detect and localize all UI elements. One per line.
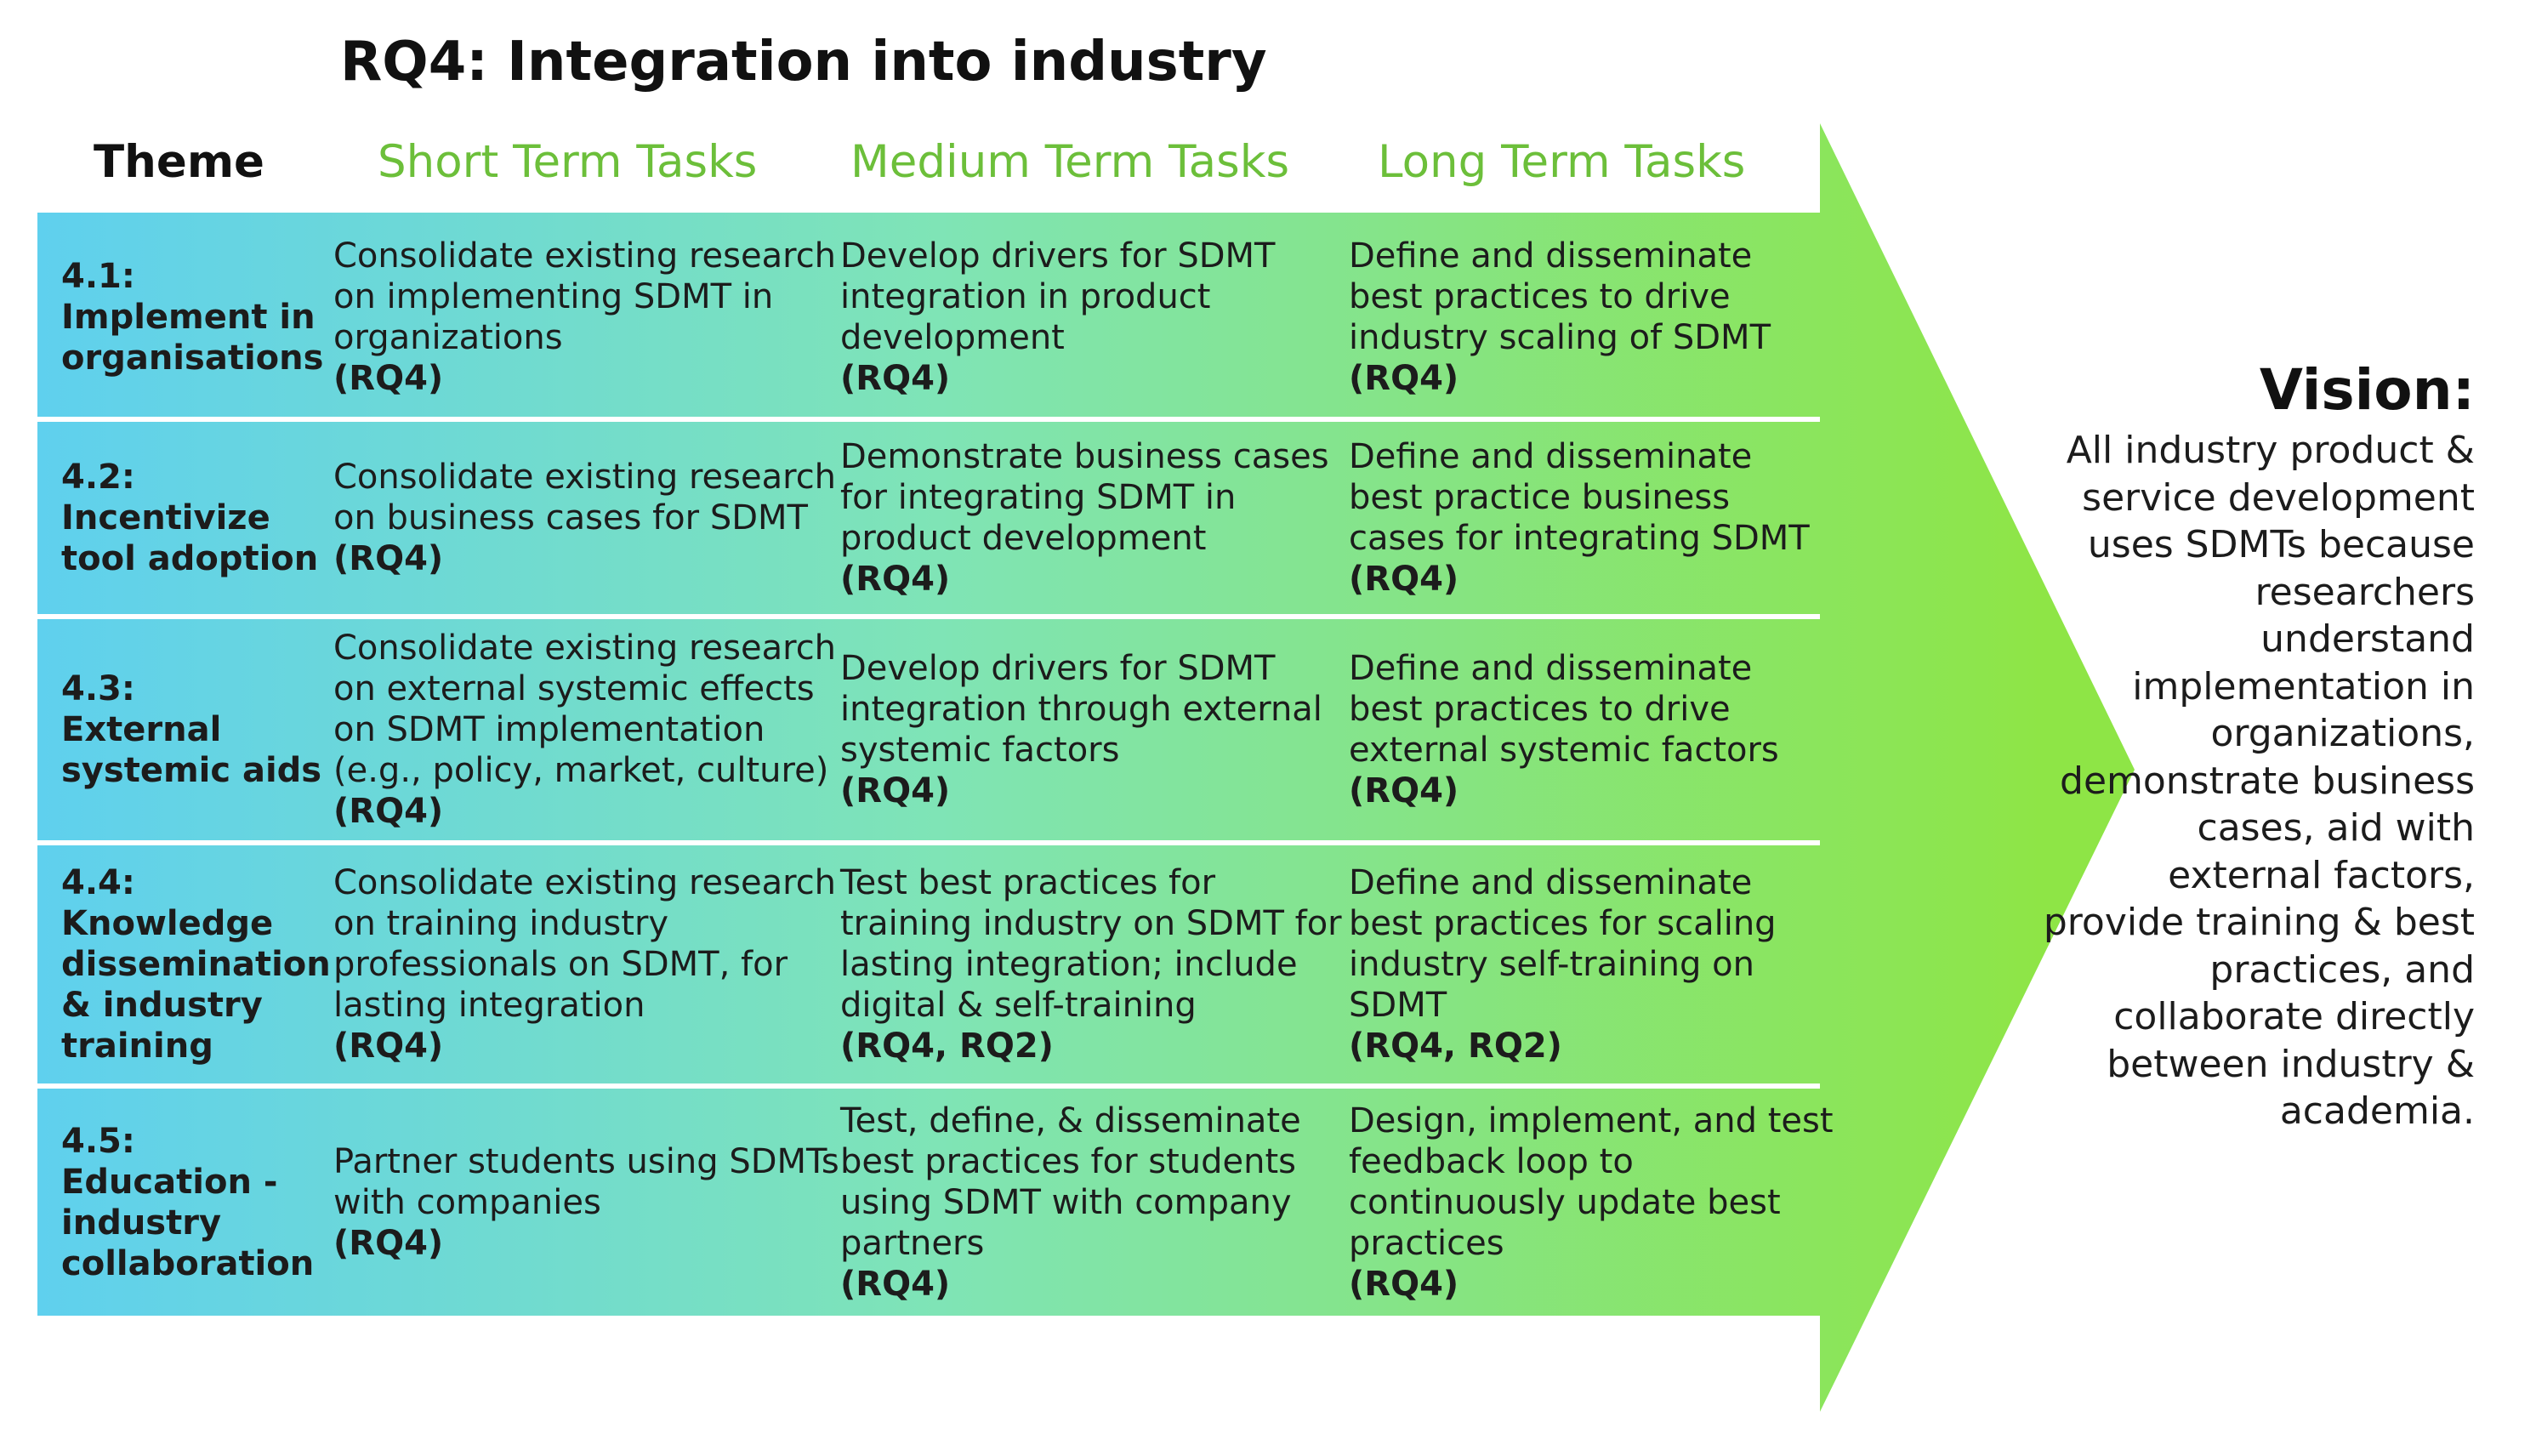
theme-text: 4.5: Education - industry collaboration bbox=[61, 1121, 315, 1283]
row-separator bbox=[37, 1083, 1820, 1089]
theme-row-4-3: 4.3: External systemic aids Consolidate … bbox=[37, 619, 1823, 840]
short-term-task: Consolidate existing research on trainin… bbox=[333, 845, 844, 1083]
task-text: Develop drivers for SDMT integration in … bbox=[840, 236, 1276, 357]
task-text: Define and disseminate best practices fo… bbox=[1349, 863, 1777, 1025]
medium-term-task: Demonstrate business cases for integrati… bbox=[840, 422, 1350, 614]
theme-row-4-5: 4.5: Education - industry collaboration … bbox=[37, 1089, 1834, 1316]
rq-tag: (RQ4) bbox=[333, 359, 444, 398]
short-term-task: Consolidate existing research on externa… bbox=[333, 619, 844, 840]
theme-row-4-4: 4.4: Knowledge dissemination & industry … bbox=[37, 845, 1823, 1083]
theme-text: 4.4: Knowledge dissemination & industry … bbox=[61, 863, 331, 1066]
rq-tag: (RQ4) bbox=[840, 560, 951, 599]
theme-text: 4.1: Implement in organisations bbox=[61, 257, 324, 378]
theme-label: 4.4: Knowledge dissemination & industry … bbox=[61, 845, 342, 1083]
long-term-task: Define and disseminate best practices to… bbox=[1349, 218, 1834, 417]
theme-text: 4.3: External systemic aids bbox=[61, 669, 322, 790]
rq-tag: (RQ4, RQ2) bbox=[840, 1027, 1054, 1066]
row-separators bbox=[37, 417, 1820, 1089]
medium-term-task: Test, define, & disseminate best practic… bbox=[840, 1089, 1350, 1316]
arrow-shape bbox=[37, 123, 2135, 1412]
task-text: Consolidate existing research on trainin… bbox=[333, 863, 837, 1025]
task-text: Develop drivers for SDMT integration thr… bbox=[840, 649, 1322, 770]
row-separator bbox=[37, 417, 1820, 422]
short-term-task: Partner students using SDMTs with compan… bbox=[333, 1089, 844, 1316]
vision-title: Vision: bbox=[2259, 357, 2475, 423]
theme-row-4-1: 4.1: Implement in organisations Consolid… bbox=[37, 218, 1823, 417]
long-term-task: Design, implement, and test feedback loo… bbox=[1349, 1089, 1834, 1316]
rq-tag: (RQ4) bbox=[333, 792, 444, 831]
theme-text: 4.2: Incentivize tool adoption bbox=[61, 458, 319, 578]
short-term-task: Consolidate existing research on impleme… bbox=[333, 218, 844, 417]
task-text: Partner students using SDMTs with compan… bbox=[333, 1141, 839, 1222]
rq-tag: (RQ4) bbox=[1349, 771, 1459, 810]
task-text: Consolidate existing research on externa… bbox=[333, 628, 837, 790]
medium-term-task: Develop drivers for SDMT integration in … bbox=[840, 218, 1350, 417]
diagram-title: RQ4: Integration into industry bbox=[340, 31, 1267, 94]
rq-tag: (RQ4, RQ2) bbox=[1349, 1027, 1562, 1066]
task-text: Test best practices for training industr… bbox=[840, 863, 1342, 1025]
rq-tag: (RQ4) bbox=[333, 539, 444, 578]
theme-label: 4.5: Education - industry collaboration bbox=[61, 1089, 342, 1316]
theme-label: 4.1: Implement in organisations bbox=[61, 218, 342, 417]
rq-tag: (RQ4) bbox=[840, 359, 951, 398]
medium-term-task: Test best practices for training industr… bbox=[840, 845, 1350, 1083]
row-separator bbox=[37, 614, 1820, 619]
theme-label: 4.3: External systemic aids bbox=[61, 619, 342, 840]
rq-tag: (RQ4) bbox=[1349, 359, 1459, 398]
task-text: Test, define, & disseminate best practic… bbox=[840, 1101, 1301, 1263]
task-text: Define and disseminate best practices to… bbox=[1349, 236, 1771, 357]
medium-term-task: Develop drivers for SDMT integration thr… bbox=[840, 619, 1350, 840]
rq-tag: (RQ4) bbox=[1349, 1264, 1459, 1304]
long-term-task: Define and disseminate best practices fo… bbox=[1349, 845, 1834, 1083]
row-separator bbox=[37, 840, 1820, 845]
short-term-task: Consolidate existing research on busines… bbox=[333, 422, 844, 614]
theme-row-4-2: 4.2: Incentivize tool adoption Consolida… bbox=[37, 422, 1823, 614]
long-term-task: Define and disseminate best practices to… bbox=[1349, 619, 1834, 840]
header-short-term: Short Term Tasks bbox=[378, 136, 758, 188]
rq-tag: (RQ4) bbox=[840, 771, 951, 810]
header-theme: Theme bbox=[94, 136, 265, 188]
task-text: Design, implement, and test feedback loo… bbox=[1349, 1101, 1834, 1263]
task-text: Consolidate existing research on impleme… bbox=[333, 236, 837, 357]
task-text: Demonstrate business cases for integrati… bbox=[840, 437, 1329, 558]
header-medium-term: Medium Term Tasks bbox=[850, 136, 1290, 188]
task-text: Define and disseminate best practice bus… bbox=[1349, 437, 1810, 558]
theme-label: 4.2: Incentivize tool adoption bbox=[61, 422, 342, 614]
rq-tag: (RQ4) bbox=[840, 1264, 951, 1304]
long-term-task: Define and disseminate best practice bus… bbox=[1349, 422, 1834, 614]
vision-statement: All industry product & service developme… bbox=[2043, 429, 2475, 1133]
task-text: Consolidate existing research on busines… bbox=[333, 458, 837, 537]
rq-tag: (RQ4) bbox=[1349, 560, 1459, 599]
rq-tag: (RQ4) bbox=[333, 1027, 444, 1066]
header-long-term: Long Term Tasks bbox=[1378, 136, 1746, 188]
task-text: Define and disseminate best practices to… bbox=[1349, 649, 1779, 770]
rq-tag: (RQ4) bbox=[333, 1223, 444, 1263]
